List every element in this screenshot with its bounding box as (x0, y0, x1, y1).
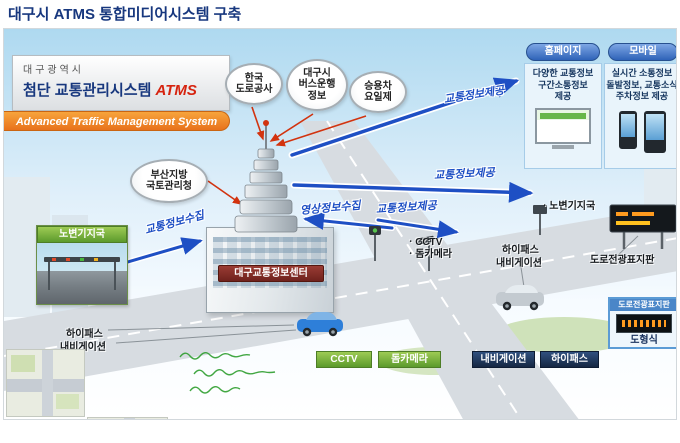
navigation-left-label: 내비게이션 (60, 342, 106, 353)
hipass-left-label: 하이패스 (66, 329, 103, 340)
car-silver-icon (496, 285, 544, 311)
vms-graphic-type-label: 도형식 (630, 335, 658, 346)
flow-provide-mid: 교통정보제공 (433, 166, 496, 182)
mobile-panel: 실시간 소통정보 돌발정보, 교통소식 주차정보 제공 (604, 63, 677, 169)
mobile-desc: 실시간 소통정보 돌발정보, 교통소식 주차정보 제공 (606, 68, 677, 102)
roadside-station-box: 노변기지국 (36, 225, 128, 305)
leader-lines-left (107, 324, 297, 344)
gantry-pole (48, 262, 50, 290)
navigation-strip-label: 내비게이션 (472, 351, 535, 368)
mobile-tab: 모바일 (608, 43, 676, 61)
homepage-desc: 다양한 교통정보 구간소통정보 제공 (532, 68, 594, 102)
source-car-day-system: 승용차 요일제 (349, 71, 407, 113)
roadside-station-right-label: ㆍ노변기지국 (540, 201, 596, 212)
region-label: 대구광역시 (23, 65, 84, 76)
hipass-right-label: 하이패스 (502, 245, 539, 256)
intersection-diagram-photo-1 (6, 349, 85, 417)
system-name: 첨단 교통관리시스템 ATMS (23, 79, 219, 100)
red-source-arrows (207, 106, 367, 205)
phone-icon (618, 111, 637, 150)
system-name-text: 첨단 교통관리시스템 (23, 82, 152, 99)
vms-graphic-sign (616, 314, 672, 333)
system-accent: ATMS (155, 82, 197, 99)
navigation-right-label: 내비게이션 (496, 258, 542, 269)
flow-provide-top: 교통정보제공 (443, 84, 506, 106)
homepage-panel: 다양한 교통정보 구간소통정보 제공 (524, 63, 602, 169)
homepage-monitor-graphic (535, 108, 591, 152)
mobile-phones-graphic (605, 111, 676, 154)
dome-camera-point-label: ㆍ돔카메라 (406, 249, 452, 260)
intersection-diagram-photo-2 (87, 417, 168, 419)
homepage-tab: 홈페이지 (526, 43, 600, 61)
source-korea-expressway: 한국 도로공사 (225, 63, 283, 105)
cctv-point-label: ㆍCCTV (406, 237, 443, 248)
hipass-strip-label: 하이패스 (540, 351, 599, 368)
car-blue-icon (297, 312, 343, 337)
gantry-icon (44, 257, 120, 262)
gantry-pole (114, 262, 116, 290)
vms-point-label: 도로전광표지판 (590, 255, 655, 266)
monitor-stand (552, 145, 574, 150)
phone-icon (643, 111, 666, 154)
atms-banner: Advanced Traffic Management System (4, 111, 230, 131)
vms-panel-title: 도로전광표지판 (610, 299, 676, 311)
traffic-center-label: 대구교통정보센터 (218, 265, 324, 282)
roadside-station-photo (37, 243, 127, 304)
traffic-signal-icon (369, 226, 381, 261)
communication-tower-icon (234, 120, 298, 233)
source-bus-operation-info: 대구시 버스운행 정보 (286, 59, 348, 111)
source-busan-regional-office: 부산지방 국토관리청 (130, 159, 208, 203)
page-title: 대구시 ATMS 통합미디어시스템 구축 (8, 6, 242, 23)
vms-panel: 도로전광표지판 도형식 (608, 297, 676, 349)
monitor-screen (535, 108, 591, 145)
diagram-canvas: 대구교통정보센터 대구광역시 첨단 교통관리시스템 ATMS Advanced … (3, 28, 677, 420)
roadside-station-title: 노변기지국 (37, 226, 127, 243)
vms-sign-icon (609, 204, 676, 249)
dome-camera-strip-label: 돔카메라 (378, 351, 441, 368)
cctv-strip-label: CCTV (316, 351, 372, 368)
flow-video-collect: 영상정보수집 (299, 199, 362, 217)
atms-title-box: 대구광역시 첨단 교통관리시스템 ATMS (12, 55, 230, 111)
flow-traffic-collect: 교통정보수집 (143, 209, 206, 237)
flow-provide-low: 교통정보제공 (375, 199, 438, 216)
